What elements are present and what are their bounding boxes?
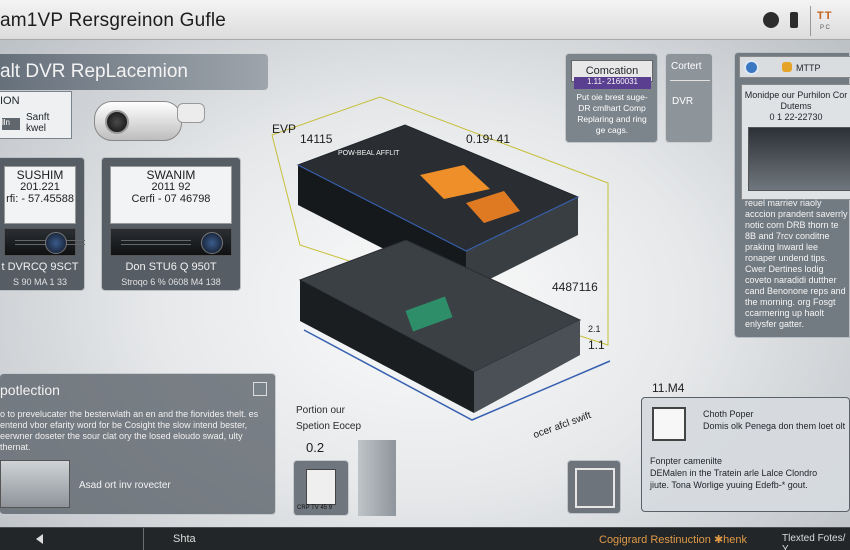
card-line: 2011 92 [151, 181, 191, 193]
dark-circle-icon[interactable] [763, 12, 779, 28]
camera-image [82, 91, 222, 149]
play-circle-icon[interactable] [744, 60, 759, 75]
portion-mini-label: CRP TV 45 9 [297, 505, 333, 511]
portion-tile[interactable]: CRP TV 45 9 [293, 460, 349, 516]
note-line: jiute. Tona Worlige yuuing Edefb-* gout. [650, 480, 808, 490]
side-panel-graphic [358, 440, 396, 516]
lock-icon[interactable] [782, 62, 792, 72]
note-line: Fonpter camenilte [650, 456, 723, 466]
dvr-exploded-diagram: POW-BEAL AFFLIT [271, 96, 611, 421]
left-label-card: ION lln Sanft kwel [0, 91, 72, 139]
card-caption: t DVRCQ 9SCT [1, 261, 79, 273]
protection-section: potlection o to prevelucater the besterw… [0, 373, 276, 515]
note-sub: Domis olk Penega don them loet olt [703, 421, 846, 431]
title-bar: am1VP Rersgreinon Gufle TT P C [0, 0, 850, 40]
cortert-sub: DVR [672, 96, 694, 107]
section-title: potlection [0, 382, 60, 398]
product-image [748, 127, 850, 191]
section-body: o to prevelucater the besterwlath an en … [0, 409, 259, 452]
label-evp: EVP [272, 122, 297, 136]
connection-text: Put oie brest suge-DR cmlhart Comp Repla… [576, 92, 648, 135]
label-4487: 4487116 [552, 280, 598, 294]
portion-line: Portion our [296, 405, 345, 416]
rp-description: reuel marriev riaoly acccion prandent sa… [745, 198, 848, 329]
document-icon [306, 469, 336, 505]
note-body: Fonpter camenilte DEMalen in the Tratein… [650, 455, 817, 491]
connection-box[interactable]: Comcation 1.11- 2160031 Put oie brest su… [565, 53, 658, 143]
card-subcaption: Stroqo 6 % 0608 M4 138 [121, 277, 221, 287]
bottom-right-text[interactable]: Tlexted Fotes/ Y [782, 533, 846, 550]
arrow-icon [575, 468, 615, 508]
arrow-tile[interactable] [567, 460, 621, 514]
label-11: 1.1 [588, 338, 605, 352]
right-panel: MTTP Monidpe our Purhilon Cor Dutems 0 1… [734, 52, 850, 338]
mttp-label: MTTP [796, 63, 821, 73]
left-label: ION [0, 95, 20, 107]
label-21: 2.1 [588, 324, 601, 334]
label-019: 0.19¹ 41 [466, 132, 511, 146]
label-14115: 14115 [300, 132, 333, 146]
expand-icon[interactable] [253, 382, 267, 396]
logo-text: TT [817, 10, 833, 22]
bottom-left-text[interactable]: Shta [173, 533, 196, 545]
rp-head: Dutems [780, 101, 812, 111]
card-title: SUSHIM [16, 168, 64, 182]
dvr-thumbnail [0, 460, 70, 508]
portion-line: Spetion Eocep [296, 421, 362, 432]
back-arrow-icon[interactable] [36, 534, 43, 544]
window-title: am1VP Rersgreinon Gufle [0, 10, 227, 31]
card-subcaption: S 90 MA 1 33 [12, 277, 68, 287]
card-line: rfi: - 57.45588 [6, 193, 74, 205]
right-product-card[interactable]: Monidpe our Purhilon Cor Dutems 0 1 22-2… [741, 84, 850, 200]
portion-number: 0.2 [306, 440, 325, 455]
note-m4: 11.M4 [652, 381, 685, 395]
bottom-bar: Shta Cogigrard Restinuction ✱henk Tlexte… [0, 527, 850, 550]
brand-logo: TT P C [810, 6, 850, 36]
portion-text: Portion our Spetion Eocep [296, 403, 361, 435]
card-line: Cerfi - 07 46798 [131, 193, 211, 205]
left-sublabel: Sanft kwel [26, 112, 50, 134]
rp-head: 0 1 22-22730 [769, 112, 823, 122]
diagram-top-tag: POW-BEAL AFFLIT [338, 150, 400, 157]
page-header: alt DVR RepLacemion [0, 54, 268, 90]
checkbox-icon[interactable] [652, 407, 686, 441]
card-caption: Don STU6 Q 950T [125, 261, 217, 273]
page-title: alt DVR RepLacemion [0, 61, 188, 82]
note-title: Choth Poper [703, 409, 754, 419]
pause-icon[interactable] [790, 12, 798, 28]
logo-sub: P C [820, 25, 830, 31]
thumb-caption: Asad ort inv rovecter [79, 480, 171, 491]
rp-head: Monidpe our Purhilon Cor [744, 90, 848, 100]
bottom-center-text[interactable]: Cogigrard Restinuction ✱henk [599, 534, 748, 546]
dvr-card-right[interactable]: SWANIM 2011 92 Cerfi - 07 46798 Don STU6… [101, 157, 241, 291]
connection-bar: 1.11- 2160031 [574, 77, 651, 89]
left-chip: lln [2, 118, 20, 130]
cortert-box[interactable]: Cortert DVR [665, 53, 713, 143]
card-title: SWANIM [146, 168, 196, 182]
card-line: 201.221 [20, 181, 60, 193]
note-line: DEMalen in the Tratein arle Lalce Clondr… [650, 468, 818, 478]
dvr-card-left[interactable]: SUSHIM 201.221 rfi: - 57.45588 t DVRCQ 9… [0, 157, 85, 291]
cortert-title: Cortert [671, 61, 702, 72]
note-box[interactable]: Choth Poper Domis olk Penega don them lo… [641, 397, 850, 512]
